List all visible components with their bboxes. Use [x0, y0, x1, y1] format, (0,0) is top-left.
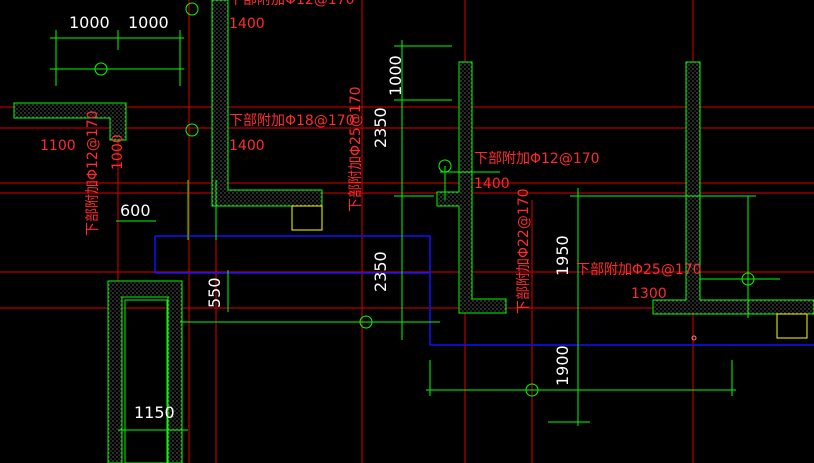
axis-lines-horizontal	[0, 106, 814, 309]
wall-right-center	[436, 61, 507, 314]
rebar-note: 下部附加Φ22@170	[516, 188, 532, 314]
dimension-label: 1000	[110, 134, 126, 170]
dimension-label: 1000	[386, 55, 405, 96]
dimension-label: 1900	[553, 345, 572, 386]
dimension-label: 1300	[631, 286, 667, 302]
rebar-note: 下部附加Φ12@170	[474, 151, 600, 167]
beam-outline-lower	[154, 236, 430, 274]
walls	[13, 0, 814, 463]
wall-far-right	[652, 61, 814, 315]
wall-upper-center	[211, 0, 323, 207]
dimension-label: 600	[120, 201, 151, 220]
rebar-note: 下部附加Φ18@170	[229, 113, 355, 129]
dimension-label: 2350	[371, 251, 390, 292]
dimension-label: 1100	[40, 138, 76, 154]
rebar-note: 下部附加Φ12@170	[229, 0, 355, 8]
column-center	[291, 205, 323, 231]
rebar-note: 下部附加Φ12@170	[85, 110, 101, 236]
wall-top-left	[13, 102, 127, 141]
dimension-label: 550	[205, 277, 224, 308]
dimension-lines	[50, 30, 780, 431]
rebar-notes: 下部附加Φ12@170 下部附加Φ18@170 下部附加Φ25@170 下部附加…	[85, 0, 702, 314]
axis-markers	[94, 2, 755, 397]
dimension-label: 1400	[229, 138, 265, 154]
rebar-note: 下部附加Φ25@170	[348, 86, 364, 212]
axis-lines-vertical	[117, 0, 694, 463]
dimension-label: 1400	[229, 16, 265, 32]
dimension-label: 1000	[69, 13, 110, 32]
wall-lower-left	[107, 280, 183, 463]
wall-lower-left-inner	[124, 299, 168, 463]
dimension-label: 1150	[134, 403, 175, 422]
dimension-label: 2350	[371, 107, 390, 148]
dimension-label: 1400	[474, 176, 510, 192]
beam-outline	[155, 235, 814, 346]
column-right	[776, 313, 808, 339]
dimension-labels: 1000 1000 1000 2350 2350 1100 1000 600 5…	[40, 13, 667, 422]
rebar-note: 下部附加Φ25@170	[576, 262, 702, 278]
dimension-label: 1950	[553, 235, 572, 276]
dimension-label: 1000	[128, 13, 169, 32]
